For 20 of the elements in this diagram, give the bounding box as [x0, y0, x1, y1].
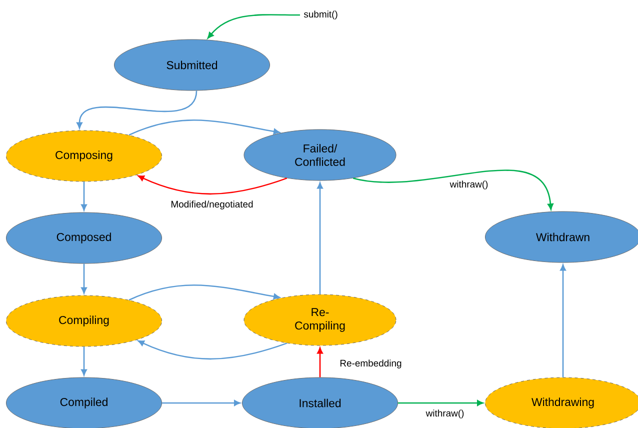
arrow	[81, 264, 87, 294]
edge-label: withraw()	[424, 408, 466, 420]
arrow	[317, 347, 323, 378]
arrow	[162, 400, 240, 406]
arrow	[81, 182, 87, 211]
arrow	[76, 90, 198, 129]
arrow	[138, 175, 288, 195]
arrow	[353, 170, 554, 210]
arrow	[128, 284, 280, 301]
arrow	[81, 346, 87, 376]
arrow	[560, 264, 566, 378]
arrow	[317, 182, 323, 294]
arrow	[207, 14, 300, 39]
edge-label: submit()	[302, 9, 340, 21]
edge-label: withraw()	[448, 179, 490, 191]
arrow	[398, 400, 484, 406]
arrow	[128, 120, 280, 136]
edge-label: Modified/negotiated	[169, 199, 255, 211]
edge-label: Re-embedding	[338, 358, 404, 370]
arrow	[138, 340, 288, 360]
